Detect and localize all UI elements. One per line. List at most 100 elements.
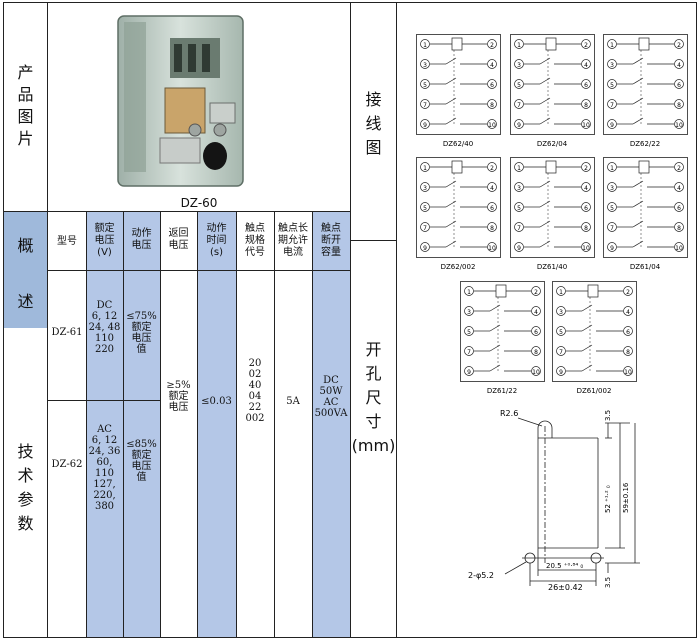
row-1-model: DZ-61 xyxy=(51,327,83,338)
svg-text:7: 7 xyxy=(423,102,427,109)
diagram-caption: DZ61/40 xyxy=(537,263,567,271)
svg-text:2: 2 xyxy=(490,165,494,172)
svg-text:1: 1 xyxy=(610,42,614,49)
return-voltage-value: ≥5% 额定 电压 xyxy=(166,380,191,413)
row-1-pickup-voltage: ≤75% 额定 电压 值 xyxy=(126,311,157,355)
header-pickup-voltage: 动作 电压 xyxy=(131,228,152,251)
diagram-caption: DZ62/002 xyxy=(441,263,476,271)
svg-text:9: 9 xyxy=(610,245,614,252)
right-row-divider xyxy=(350,240,396,241)
header-contact-code: 触点 规格 代号 xyxy=(245,223,265,258)
svg-text:6: 6 xyxy=(626,329,630,336)
svg-text:8: 8 xyxy=(584,102,588,109)
frame-right xyxy=(696,2,697,638)
svg-text:5: 5 xyxy=(610,82,614,89)
breaking-capacity-col-bg xyxy=(312,212,350,637)
svg-text:9: 9 xyxy=(517,245,521,252)
svg-text:2: 2 xyxy=(584,165,588,172)
svg-text:1: 1 xyxy=(559,289,563,296)
params-label: 技 术 参 数 xyxy=(17,442,34,533)
svg-text:3: 3 xyxy=(423,62,427,69)
diagram-caption: DZ62/22 xyxy=(630,140,660,148)
col-line xyxy=(236,212,237,637)
svg-text:10: 10 xyxy=(675,245,683,252)
svg-text:6: 6 xyxy=(534,329,538,336)
svg-text:3: 3 xyxy=(559,309,563,316)
diagram-caption: DZ62/40 xyxy=(443,140,473,148)
radius-label: R2.6 xyxy=(500,409,518,418)
svg-text:10: 10 xyxy=(624,369,632,376)
col-line xyxy=(197,212,198,637)
column-divider xyxy=(350,2,351,638)
svg-text:1: 1 xyxy=(423,42,427,49)
col-line xyxy=(160,212,161,637)
svg-text:4: 4 xyxy=(490,62,494,69)
frame-left xyxy=(3,2,4,638)
svg-text:10: 10 xyxy=(488,245,496,252)
svg-text:9: 9 xyxy=(610,122,614,129)
row-1-rated-voltage: DC 6, 12 24, 48 110 220 xyxy=(88,300,121,355)
cutout-drawing: R2.6 3.5 52 ⁺¹·² ₀ 59±0.16 3.5 2-φ5.2 20… xyxy=(468,409,640,592)
svg-text:8: 8 xyxy=(584,225,588,232)
pickup-voltage-col-bg xyxy=(123,212,160,637)
svg-text:6: 6 xyxy=(490,205,494,212)
header-rated-voltage: 额定 电压 (V) xyxy=(94,223,115,258)
header-operate-time: 动作 时间 (s) xyxy=(206,223,227,258)
svg-text:2: 2 xyxy=(677,42,681,49)
svg-text:7: 7 xyxy=(517,102,521,109)
svg-text:1: 1 xyxy=(517,42,521,49)
svg-text:4: 4 xyxy=(626,309,630,316)
header-breaking-capacity: 触点 断开 容量 xyxy=(321,223,341,258)
svg-text:4: 4 xyxy=(534,309,538,316)
svg-text:3: 3 xyxy=(517,62,521,69)
svg-text:5: 5 xyxy=(610,205,614,212)
bottom-offset-label: 3.5 xyxy=(604,577,612,588)
svg-text:6: 6 xyxy=(584,205,588,212)
product-image-label: 产 品 图 片 xyxy=(17,63,34,148)
wiring-label: 接 线 图 xyxy=(365,90,382,157)
svg-text:10: 10 xyxy=(675,122,683,129)
svg-text:8: 8 xyxy=(534,349,538,356)
svg-text:4: 4 xyxy=(584,62,588,69)
header-model: 型号 xyxy=(57,236,77,247)
svg-text:10: 10 xyxy=(582,245,590,252)
row-2-model: DZ-62 xyxy=(51,459,83,470)
inner-height-label: 52 ⁺¹·² ₀ xyxy=(604,485,612,513)
svg-text:2: 2 xyxy=(626,289,630,296)
svg-text:4: 4 xyxy=(677,62,681,69)
rated-voltage-col-bg xyxy=(86,212,123,637)
diagram-caption: DZ61/04 xyxy=(630,263,661,271)
svg-text:7: 7 xyxy=(517,225,521,232)
svg-text:2: 2 xyxy=(677,165,681,172)
col-line xyxy=(86,212,87,637)
svg-text:3: 3 xyxy=(423,185,427,192)
svg-text:6: 6 xyxy=(490,82,494,89)
svg-text:8: 8 xyxy=(677,102,681,109)
svg-text:2: 2 xyxy=(534,289,538,296)
operate-time-col-bg xyxy=(197,212,236,637)
operate-time-value: ≤0.03 xyxy=(201,396,232,407)
row-2-pickup-voltage: ≤85% 额定 电压 值 xyxy=(126,439,157,483)
svg-text:1: 1 xyxy=(610,165,614,172)
svg-text:5: 5 xyxy=(559,329,563,336)
svg-text:2: 2 xyxy=(490,42,494,49)
svg-text:5: 5 xyxy=(517,205,521,212)
col-line xyxy=(312,212,313,637)
svg-text:8: 8 xyxy=(677,225,681,232)
svg-text:10: 10 xyxy=(582,122,590,129)
header-return-voltage: 返回 电压 xyxy=(168,228,189,251)
svg-text:6: 6 xyxy=(677,82,681,89)
svg-text:4: 4 xyxy=(677,185,681,192)
cutout-label: 开 孔 尺 寸 (mm) xyxy=(351,340,396,455)
svg-text:4: 4 xyxy=(490,185,494,192)
svg-text:3: 3 xyxy=(517,185,521,192)
svg-text:3: 3 xyxy=(467,309,471,316)
inner-width-label: 20.5 ⁺⁰·⁸⁴ ₀ xyxy=(546,562,583,570)
svg-text:5: 5 xyxy=(423,205,427,212)
svg-text:9: 9 xyxy=(467,369,471,376)
svg-text:7: 7 xyxy=(467,349,471,356)
